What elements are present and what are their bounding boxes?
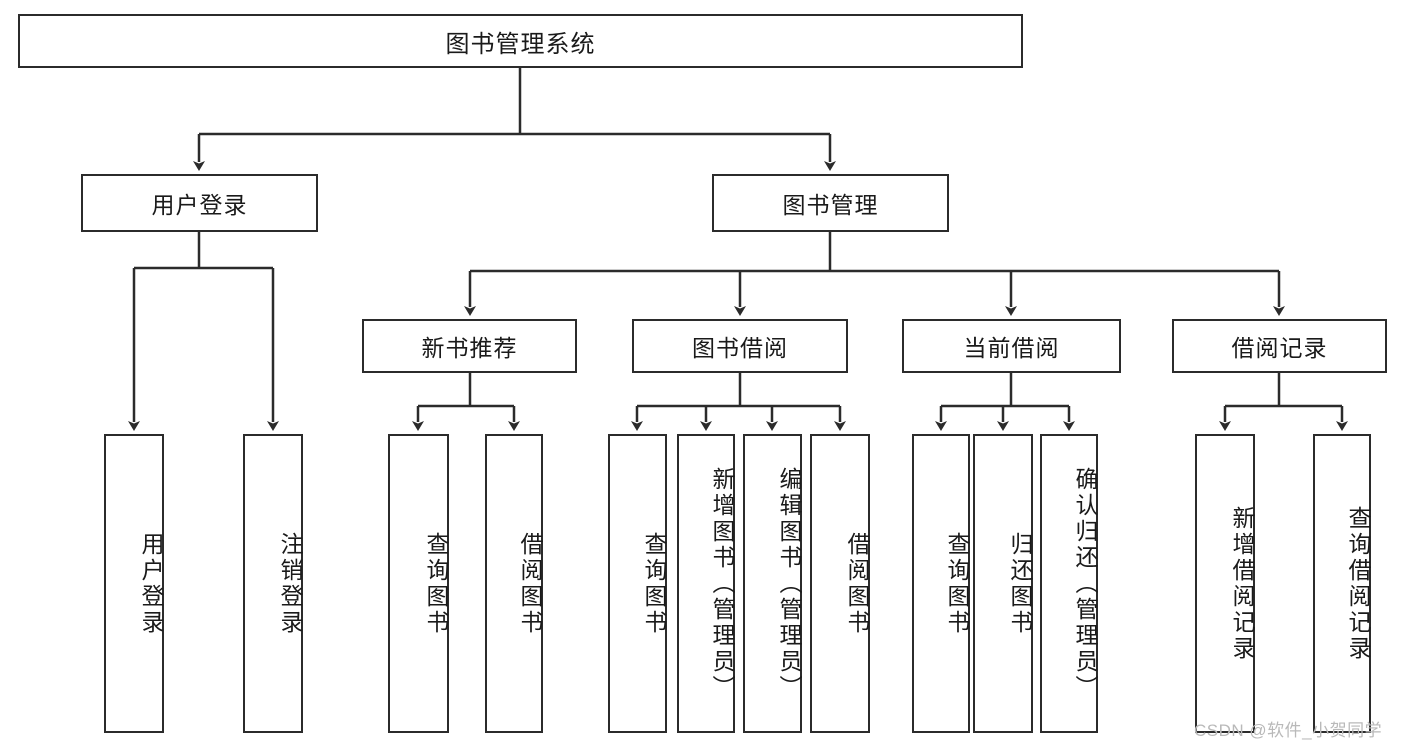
node-leaf-logout[interactable]: 注销登录 <box>243 434 303 733</box>
node-leaf-add-record-label: 新增借阅记录 <box>1229 505 1255 662</box>
node-leaf-query-record-label: 查询借阅记录 <box>1345 505 1371 662</box>
node-book-manage-label: 图书管理 <box>782 192 879 218</box>
node-leaf-confirm-return-label: 确认归还（管理员） <box>1072 466 1098 701</box>
node-leaf-query-book-2[interactable]: 查询图书 <box>608 434 667 733</box>
node-current-borrow-label: 当前借阅 <box>963 335 1060 361</box>
node-leaf-query-book-1-label: 查询图书 <box>423 531 449 636</box>
node-root[interactable]: 图书管理系统 <box>18 14 1023 68</box>
node-borrow-record-label: 借阅记录 <box>1231 335 1328 361</box>
csdn-watermark: CSDN @软件_小贺同学 <box>1194 721 1383 740</box>
node-leaf-return-book[interactable]: 归还图书 <box>973 434 1033 733</box>
node-leaf-query-record[interactable]: 查询借阅记录 <box>1313 434 1371 733</box>
node-leaf-query-book-3[interactable]: 查询图书 <box>912 434 970 733</box>
node-user-login-label: 用户登录 <box>151 192 248 218</box>
node-new-book-recommend[interactable]: 新书推荐 <box>362 319 577 373</box>
node-new-book-recommend-label: 新书推荐 <box>421 335 518 361</box>
node-leaf-query-book-1[interactable]: 查询图书 <box>388 434 449 733</box>
node-leaf-add-book-label: 新增图书（管理员） <box>709 466 735 701</box>
node-leaf-query-book-3-label: 查询图书 <box>944 531 970 636</box>
node-leaf-confirm-return[interactable]: 确认归还（管理员） <box>1040 434 1098 733</box>
node-leaf-add-record[interactable]: 新增借阅记录 <box>1195 434 1255 733</box>
node-root-label: 图书管理系统 <box>445 30 596 58</box>
node-leaf-user-login-label: 用户登录 <box>138 531 164 636</box>
node-leaf-add-book[interactable]: 新增图书（管理员） <box>677 434 735 733</box>
node-book-borrow[interactable]: 图书借阅 <box>632 319 848 373</box>
node-borrow-record[interactable]: 借阅记录 <box>1172 319 1387 373</box>
node-leaf-borrow-book-1[interactable]: 借阅图书 <box>485 434 543 733</box>
node-leaf-logout-label: 注销登录 <box>277 531 303 636</box>
node-leaf-borrow-book-2[interactable]: 借阅图书 <box>810 434 870 733</box>
node-current-borrow[interactable]: 当前借阅 <box>902 319 1121 373</box>
node-leaf-return-book-label: 归还图书 <box>1007 531 1033 636</box>
node-leaf-query-book-2-label: 查询图书 <box>641 531 667 636</box>
node-leaf-edit-book[interactable]: 编辑图书（管理员） <box>743 434 802 733</box>
node-leaf-borrow-book-1-label: 借阅图书 <box>517 531 543 636</box>
node-leaf-user-login[interactable]: 用户登录 <box>104 434 164 733</box>
node-user-login[interactable]: 用户登录 <box>81 174 318 232</box>
node-book-borrow-label: 图书借阅 <box>692 335 788 361</box>
node-leaf-edit-book-label: 编辑图书（管理员） <box>776 466 802 701</box>
node-book-manage[interactable]: 图书管理 <box>712 174 949 232</box>
node-leaf-borrow-book-2-label: 借阅图书 <box>844 531 870 636</box>
